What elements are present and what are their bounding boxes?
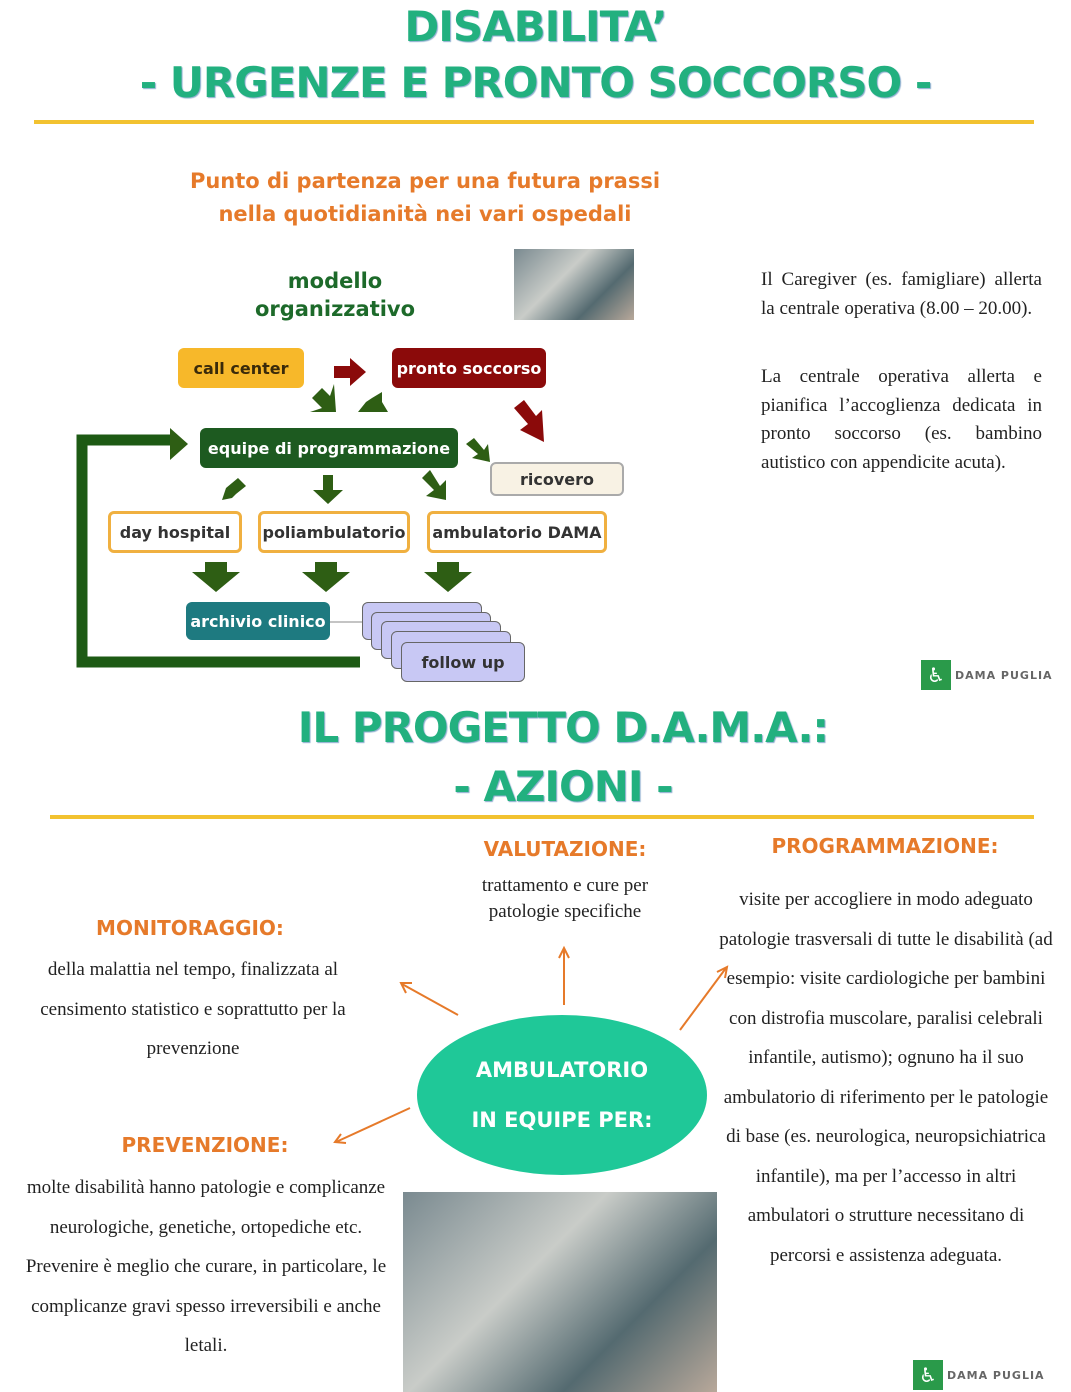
programmazione-heading: PROGRAMMAZIONE:: [771, 834, 999, 858]
divider: [50, 815, 1034, 819]
arrow-icon: [310, 384, 336, 412]
arrow-icon: [358, 392, 388, 412]
slide2-title-line1: IL PROGETTO D.A.M.A.:: [297, 703, 829, 752]
arrow-icon: [334, 358, 366, 386]
slide2-title-line2: - AZIONI -: [453, 762, 673, 811]
day-hospital-box: day hospital: [108, 511, 242, 553]
dama-logo: ♿ DAMA PUGLIA: [913, 1360, 1045, 1390]
model-label: modello organizzativo: [254, 269, 416, 321]
slide1-title-line2: - URGENZE E PRONTO SOCCORSO -: [139, 58, 933, 107]
ambulatorio-dama-box: ambulatorio DAMA: [427, 511, 607, 553]
slide1-title-line1: DISABILITA’: [404, 2, 667, 51]
arrow-icon: [514, 400, 544, 442]
logo-text: DAMA PUGLIA: [947, 1368, 1045, 1382]
monitoraggio-text: della malattia nel tempo, finalizzata al…: [40, 959, 346, 1059]
arrow-icon: [424, 562, 472, 592]
archivio-box: archivio clinico: [186, 602, 330, 640]
equipe-box: equipe di programmazione: [200, 428, 458, 468]
logo-text: DAMA PUGLIA: [955, 668, 1053, 682]
arrow-icon: [313, 475, 343, 504]
flow-arrows: [76, 358, 544, 668]
arrow-icon: [422, 470, 446, 500]
monitoraggio-heading: MONITORAGGIO:: [96, 916, 284, 940]
arrow-icon: [222, 478, 246, 500]
caregiver-paragraph: Il Caregiver (es. famigliare) allerta la…: [761, 269, 1042, 319]
programmazione-text: visite per accogliere in modo adeguato p…: [719, 889, 1053, 1266]
valutazione-text: trattamento e cure per patologie specifi…: [481, 875, 649, 922]
clinic-photo: [403, 1192, 717, 1392]
poliambulatorio-box: poliambulatorio: [258, 511, 410, 553]
wheelchair-icon: ♿: [913, 1360, 943, 1390]
ambulatorio-ellipse: AMBULATORIO IN EQUIPE PER:: [417, 1015, 707, 1175]
ricovero-box: ricovero: [490, 462, 624, 496]
dama-logo: ♿ DAMA PUGLIA: [921, 660, 1053, 690]
arrow-icon: [192, 562, 240, 592]
arrow-icon: [170, 428, 188, 460]
valutazione-heading: VALUTAZIONE:: [483, 837, 647, 861]
prevenzione-heading: PREVENZIONE:: [121, 1133, 289, 1157]
prevenzione-text: molte disabilità hanno patologie e compl…: [25, 1177, 387, 1356]
arrow-icon: [302, 562, 350, 592]
pronto-soccorso-box: pronto soccorso: [392, 348, 546, 388]
arrow-icon: [466, 438, 490, 462]
call-center-box: call center: [178, 348, 304, 388]
wheelchair-icon: ♿: [921, 660, 951, 690]
slide1-subtitle: Punto di partenza per una futura prassi …: [189, 169, 661, 226]
divider: [34, 120, 1034, 124]
team-photo: [514, 249, 634, 320]
centrale-paragraph: La centrale operativa allerta e pianific…: [761, 366, 1042, 473]
follow-up-box: follow up: [401, 642, 525, 682]
